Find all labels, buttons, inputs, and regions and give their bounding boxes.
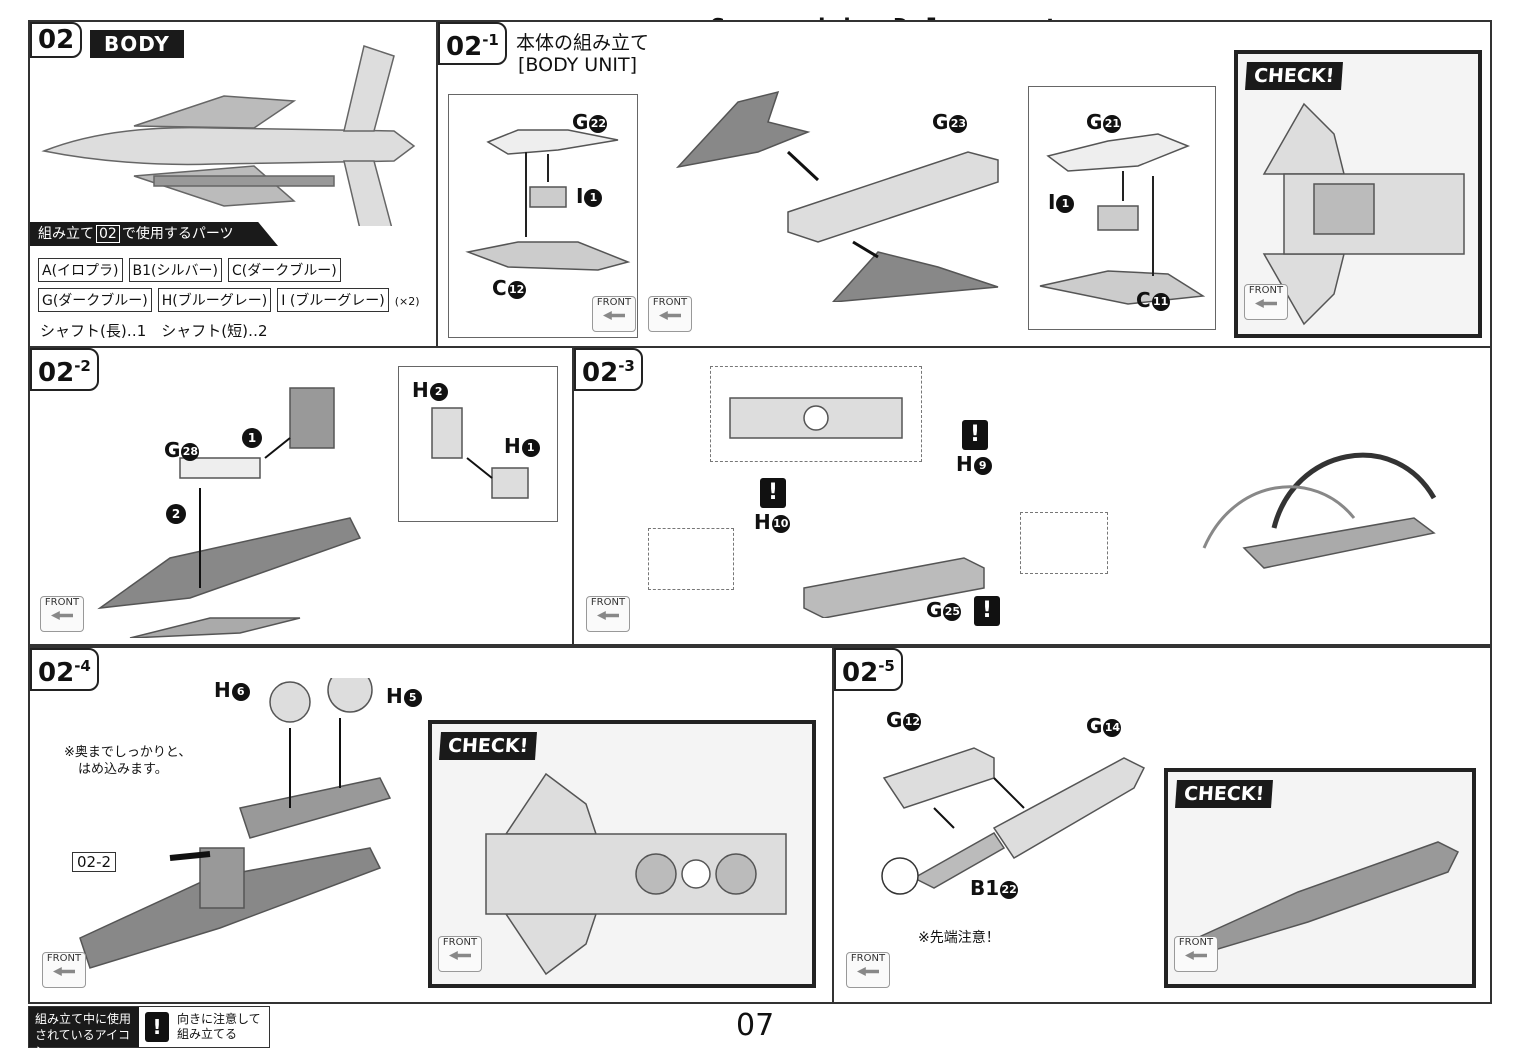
part-g-chip: G(ダークブルー) <box>38 288 152 312</box>
check-box-02-1: CHECK! FRONT <box>1234 50 1482 338</box>
step-02-2-number: 02-2 <box>30 348 99 391</box>
step-02-2-illustration <box>97 387 362 638</box>
step-02-1-title-en: [BODY UNIT] <box>518 54 638 76</box>
check-top-view-illustration <box>1262 102 1465 326</box>
orientation-warning-icon: ! <box>145 1012 169 1042</box>
part-b1-chip: B1(シルバー) <box>128 258 222 282</box>
check-02-4-illustration <box>485 772 787 976</box>
section-02-title: BODY <box>90 30 184 58</box>
frame-detail-dashbox <box>710 366 922 462</box>
check-label: CHECK! <box>1175 780 1274 808</box>
part-i-multiplier: (×2) <box>394 295 420 308</box>
front-indicator-02-2: FRONT <box>40 596 84 632</box>
shaft-list: シャフト(長)‥1 シャフト(短)‥2 <box>40 322 268 340</box>
step-order-1-icon: 1 <box>242 428 262 448</box>
section-02-number: 02 <box>30 22 83 58</box>
warning-icon-h9: ! <box>962 420 988 450</box>
step-02-4-number: 02-4 <box>30 648 99 691</box>
step-02-3-rotate-illustration <box>1202 452 1437 569</box>
step-02-1-title-jp: 本体の組み立て <box>516 32 650 54</box>
part-i-chip: I (ブルーグレー) <box>277 288 389 312</box>
step-02-5-number: 02-5 <box>834 648 903 691</box>
tip-caution-note: ※先端注意！ <box>918 930 1000 946</box>
front-indicator-02-5: FRONT <box>846 952 890 988</box>
check-box-02-5: CHECK! FRONT <box>1164 768 1476 988</box>
front-indicator-02-1b: FRONT <box>648 296 692 332</box>
parts-list-row-2: G(ダークブルー)H(ブルーグレー)I (ブルーグレー) (×2) <box>38 288 420 312</box>
press-fit-note: ※奥までしっかりと、 はめ込みます。 <box>64 745 192 777</box>
front-indicator-check-02-5: FRONT <box>1174 936 1218 972</box>
part-c-chip: C(ダークブルー) <box>227 258 341 282</box>
page-number: 07 <box>736 1008 775 1043</box>
warning-icon-g25: ! <box>974 596 1000 626</box>
front-indicator-02-3: FRONT <box>586 596 630 632</box>
front-indicator-02-4: FRONT <box>42 952 86 988</box>
front-indicator-check-02-1: FRONT <box>1244 284 1288 320</box>
step-order-2-icon: 2 <box>166 504 186 524</box>
step-02-5-illustration <box>881 747 1146 895</box>
step-02-3-base-illustration <box>803 557 985 618</box>
check-02-5-illustration <box>1186 841 1460 953</box>
wing-assembly-right-illustration <box>1039 133 1206 305</box>
step-02-4-illustration <box>79 678 392 969</box>
warning-icon-h10: ! <box>760 478 786 508</box>
clip-detail-dashbox-right <box>1020 512 1108 574</box>
clip-detail-dashbox-left <box>648 528 734 590</box>
step-02-1-number: 02-1 <box>438 22 507 65</box>
icon-legend-description: 向きに注意して組み立てる <box>177 1012 261 1041</box>
icon-legend-heading: 組み立て中に使用されているアイコン <box>29 1007 139 1058</box>
step-02-3-number: 02-3 <box>574 348 643 391</box>
parts-list-row-1: A(イロプラ)B1(シルバー)C(ダークブルー) <box>38 258 347 282</box>
wing-assembly-left-illustration <box>465 129 631 271</box>
check-label: CHECK! <box>439 732 538 760</box>
part-a-chip: A(イロプラ) <box>38 258 123 282</box>
front-indicator-check-02-4: FRONT <box>438 936 482 972</box>
hinge-detail-illustration <box>431 407 529 499</box>
check-label: CHECK! <box>1245 62 1344 90</box>
front-indicator-02-1a: FRONT <box>592 296 636 332</box>
icon-legend: 組み立て中に使用されているアイコン ! 向きに注意して組み立てる <box>28 1006 270 1058</box>
body-preview-illustration <box>41 45 416 226</box>
check-box-02-4: CHECK! FRONT <box>428 720 816 988</box>
step-reference-02-2: 02-2 <box>72 852 117 872</box>
part-h-chip: H(ブルーグレー) <box>157 288 272 312</box>
body-frame-assembly-illustration <box>675 90 999 302</box>
frame-detail-illustration <box>729 397 903 439</box>
